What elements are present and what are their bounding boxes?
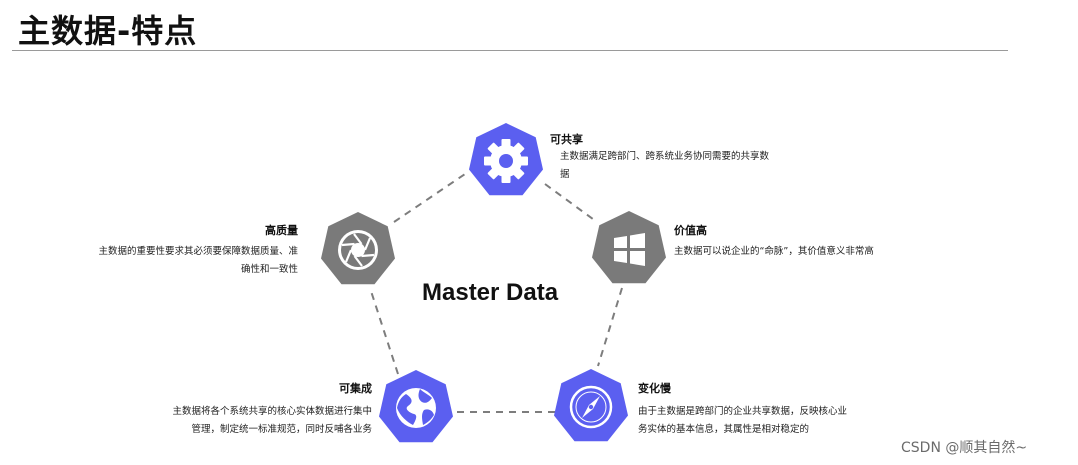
high-quality-desc: 主数据的重要性要求其必须要保障数据质量、准确性和一致性: [98, 246, 298, 275]
shareable-title: 可共享: [550, 133, 583, 146]
connector-value-slow: [597, 287, 623, 367]
compass-icon: [569, 385, 613, 429]
node-high-value: [592, 211, 666, 284]
shareable-desc: 主数据满足跨部门、跨系统业务协同需要的共享数据: [560, 151, 770, 180]
windows-icon: [614, 233, 645, 266]
slow-change-desc: 由于主数据是跨部门的企业共享数据，反映核心业务实体的基本信息，其属性是相对稳定的: [638, 406, 848, 435]
center-label: Master Data: [422, 279, 559, 306]
high-value-hexagon: [592, 211, 666, 284]
watermark: CSDN @顺其自然~: [901, 440, 1028, 456]
title-divider: [12, 50, 1008, 51]
node-high-quality: [321, 212, 395, 285]
page-title: 主数据-特点: [18, 12, 198, 50]
integrable-title: 可集成: [339, 382, 372, 395]
gear-icon: [484, 139, 528, 183]
high-value-title: 价值高: [674, 224, 707, 237]
node-shareable: [469, 123, 543, 196]
globe-icon: [396, 388, 436, 428]
connector-share-value: [544, 183, 598, 223]
connector-integrate-quality: [369, 287, 399, 375]
slow-change-title: 变化慢: [638, 382, 671, 395]
connector-quality-share: [393, 171, 469, 223]
node-integrable: [379, 370, 453, 443]
node-slow-change: [554, 369, 628, 442]
aperture-icon: [338, 230, 378, 270]
integrable-desc: 主数据将各个系统共享的核心实体数据进行集中管理，制定统一标准规范，同时反哺各业务: [172, 406, 372, 435]
high-quality-title: 高质量: [265, 224, 298, 237]
high-value-desc: 主数据可以说企业的“命脉”，其价值意义非常高: [674, 246, 874, 257]
